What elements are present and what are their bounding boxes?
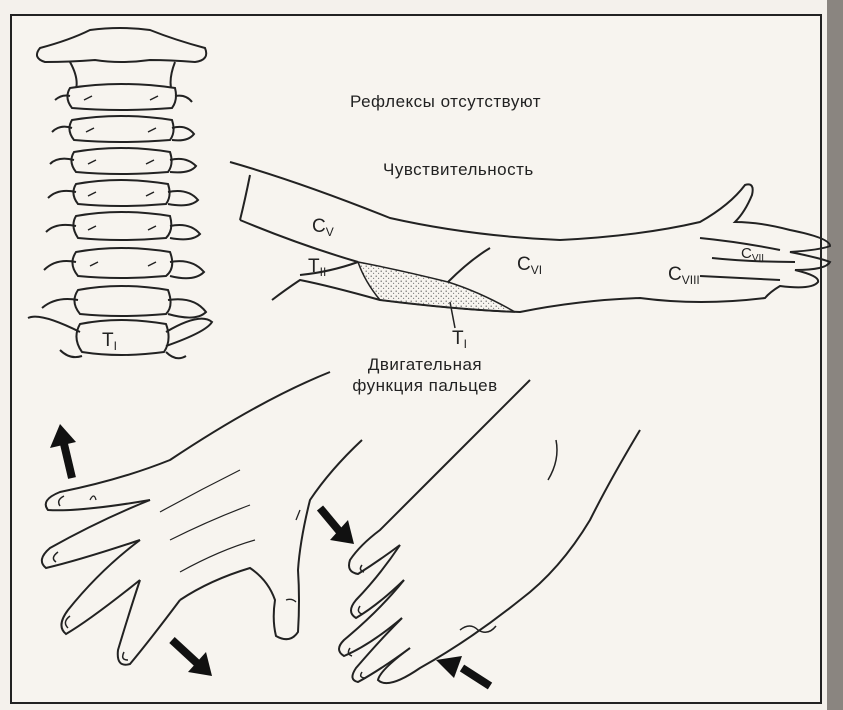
arrow-up-left-right-hand [436, 656, 490, 686]
right-hand-drawing [339, 380, 640, 683]
dermatome-tii: TII [308, 256, 326, 279]
arm-dermatome-drawing [230, 162, 830, 328]
dermatome-cv: CV [312, 216, 334, 239]
arrow-down-right-upper [320, 508, 354, 544]
dermatome-cvi: CVI [517, 254, 542, 277]
left-hand-drawing [42, 372, 362, 665]
dermatome-ti: TI [452, 328, 467, 351]
cervical-spine [28, 28, 212, 358]
arrow-down-right-left-hand [172, 640, 212, 676]
dermatome-cvii: CVII [741, 245, 764, 264]
arrow-up-left [50, 424, 76, 478]
direction-arrows [50, 424, 490, 686]
t1-stippled-area [358, 262, 515, 312]
dermatome-cviii: CVIII [668, 264, 700, 287]
